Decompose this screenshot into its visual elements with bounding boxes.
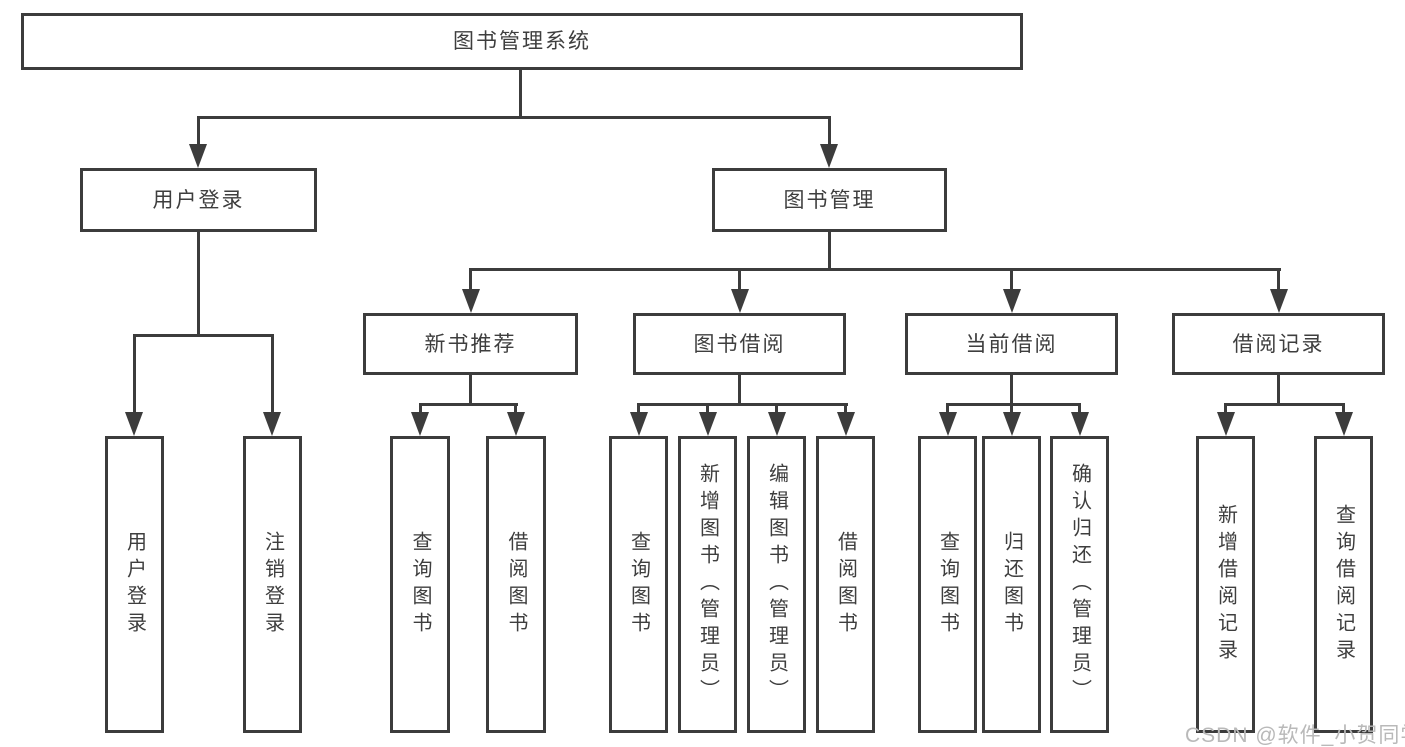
connector-line bbox=[133, 334, 136, 412]
node-library-system-label: 图书管理系统 bbox=[453, 30, 591, 53]
connector-line bbox=[419, 403, 422, 414]
node-borrowing-records: 借阅记录 bbox=[1172, 313, 1385, 375]
leaf-logout: 注销登录 bbox=[243, 436, 302, 733]
leaf-borrow-books: 借阅图书 bbox=[816, 436, 875, 733]
arrowhead-down-icon bbox=[462, 289, 480, 313]
connector-line bbox=[469, 268, 472, 290]
leaf-edit-book-admin: 编辑图书（管理员） bbox=[747, 436, 806, 733]
leaf-return-book-label: 归还图书 bbox=[1000, 530, 1023, 639]
leaf-query-books-borrowing: 查询图书 bbox=[609, 436, 668, 733]
node-borrowing-records-label: 借阅记录 bbox=[1232, 332, 1325, 356]
leaf-borrow-books-label: 借阅图书 bbox=[834, 530, 857, 639]
connector-line bbox=[828, 116, 831, 144]
connector-line bbox=[637, 403, 640, 414]
arrowhead-down-icon bbox=[837, 412, 855, 436]
arrowhead-down-icon bbox=[189, 144, 207, 168]
arrowhead-down-icon bbox=[731, 289, 749, 313]
connector-line bbox=[514, 403, 517, 414]
arrowhead-down-icon bbox=[1003, 412, 1021, 436]
connector-line bbox=[706, 403, 709, 414]
arrowhead-down-icon bbox=[1270, 289, 1288, 313]
connector-line bbox=[946, 403, 949, 414]
leaf-query-books-current: 查询图书 bbox=[918, 436, 977, 733]
arrowhead-down-icon bbox=[1217, 412, 1235, 436]
connector-line bbox=[1224, 403, 1345, 406]
leaf-edit-book-admin-label: 编辑图书（管理员） bbox=[765, 463, 788, 706]
csdn-watermark: CSDN @软件_小贺同学 bbox=[1185, 724, 1405, 747]
connector-line bbox=[469, 268, 1281, 271]
arrowhead-down-icon bbox=[939, 412, 957, 436]
leaf-query-borrow-record: 查询借阅记录 bbox=[1314, 436, 1373, 733]
arrowhead-down-icon bbox=[507, 412, 525, 436]
node-book-management-label: 图书管理 bbox=[783, 188, 876, 212]
connector-line bbox=[1224, 403, 1227, 414]
arrowhead-down-icon bbox=[263, 412, 281, 436]
leaf-confirm-return-admin: 确认归还（管理员） bbox=[1050, 436, 1109, 733]
leaf-add-borrow-record-label: 新增借阅记录 bbox=[1214, 503, 1237, 666]
arrowhead-down-icon bbox=[699, 412, 717, 436]
leaf-borrow-books-recommend: 借阅图书 bbox=[486, 436, 546, 733]
connector-line bbox=[828, 232, 831, 270]
arrowhead-down-icon bbox=[768, 412, 786, 436]
connector-line bbox=[775, 403, 778, 414]
connector-line bbox=[197, 116, 831, 119]
arrowhead-down-icon bbox=[411, 412, 429, 436]
node-user-login-label: 用户登录 bbox=[152, 188, 245, 212]
arrowhead-down-icon bbox=[1335, 412, 1353, 436]
node-book-borrowing-label: 图书借阅 bbox=[693, 332, 786, 356]
connector-line bbox=[738, 375, 741, 405]
arrowhead-down-icon bbox=[1071, 412, 1089, 436]
node-book-management: 图书管理 bbox=[712, 168, 947, 232]
leaf-user-login: 用户登录 bbox=[105, 436, 164, 733]
connector-line bbox=[637, 403, 848, 406]
node-library-system: 图书管理系统 bbox=[21, 13, 1023, 70]
arrowhead-down-icon bbox=[630, 412, 648, 436]
node-current-borrowing-label: 当前借阅 bbox=[965, 332, 1058, 356]
connector-line bbox=[1277, 375, 1280, 405]
connector-line bbox=[133, 334, 274, 337]
leaf-logout-label: 注销登录 bbox=[261, 530, 284, 639]
connector-line bbox=[1010, 403, 1013, 414]
connector-line bbox=[519, 70, 522, 118]
arrowhead-down-icon bbox=[125, 412, 143, 436]
connector-line bbox=[419, 403, 518, 406]
arrowhead-down-icon bbox=[820, 144, 838, 168]
leaf-add-borrow-record: 新增借阅记录 bbox=[1196, 436, 1255, 733]
node-new-book-recommend: 新书推荐 bbox=[363, 313, 578, 375]
node-current-borrowing: 当前借阅 bbox=[905, 313, 1118, 375]
node-new-book-recommend-label: 新书推荐 bbox=[424, 332, 517, 356]
connector-line bbox=[197, 232, 200, 336]
leaf-confirm-return-admin-label: 确认归还（管理员） bbox=[1068, 463, 1091, 706]
arrowhead-down-icon bbox=[1003, 289, 1021, 313]
connector-line bbox=[271, 334, 274, 412]
connector-line bbox=[738, 268, 741, 290]
leaf-query-books-borrowing-label: 查询图书 bbox=[627, 530, 650, 639]
node-user-login: 用户登录 bbox=[80, 168, 317, 232]
connector-line bbox=[197, 116, 200, 144]
connector-line bbox=[1078, 403, 1081, 414]
connector-line bbox=[1010, 268, 1013, 290]
connector-line bbox=[1342, 403, 1345, 414]
connector-line bbox=[469, 375, 472, 405]
connector-line bbox=[844, 403, 847, 414]
leaf-add-book-admin: 新增图书（管理员） bbox=[678, 436, 737, 733]
leaf-borrow-books-recommend-label: 借阅图书 bbox=[505, 530, 527, 639]
leaf-query-borrow-record-label: 查询借阅记录 bbox=[1332, 503, 1355, 666]
leaf-query-books-recommend: 查询图书 bbox=[390, 436, 450, 733]
leaf-add-book-admin-label: 新增图书（管理员） bbox=[696, 463, 719, 706]
connector-line bbox=[946, 403, 1081, 406]
connector-line bbox=[1010, 375, 1013, 405]
leaf-query-books-current-label: 查询图书 bbox=[936, 530, 959, 639]
connector-line bbox=[1277, 268, 1280, 290]
leaf-user-login-label: 用户登录 bbox=[123, 530, 146, 639]
leaf-query-books-recommend-label: 查询图书 bbox=[409, 530, 431, 639]
leaf-return-book: 归还图书 bbox=[982, 436, 1041, 733]
node-book-borrowing: 图书借阅 bbox=[633, 313, 846, 375]
